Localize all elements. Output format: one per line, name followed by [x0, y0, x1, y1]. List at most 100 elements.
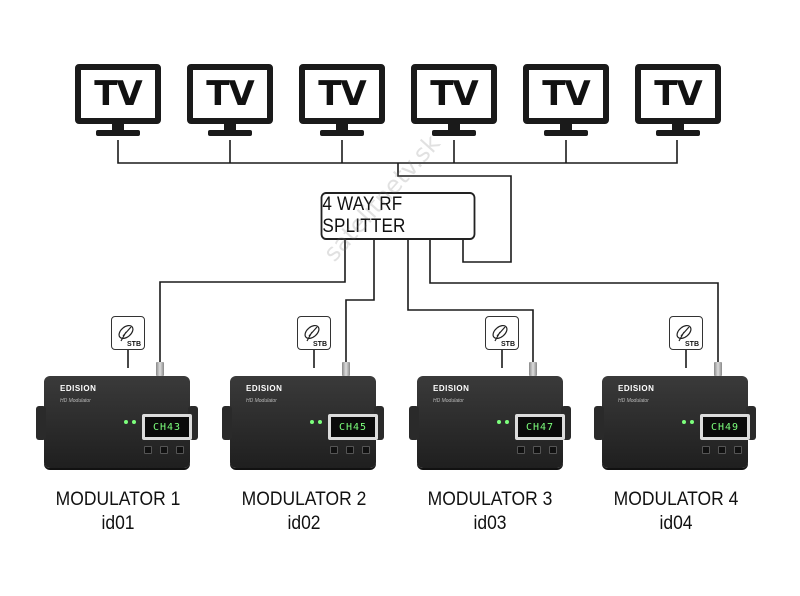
control-button: [362, 446, 370, 454]
tv-label: TV: [318, 74, 367, 114]
rf-connector: [156, 362, 164, 376]
control-button: [346, 446, 354, 454]
stb-label: STB: [127, 341, 141, 348]
modulator-device: EDISION HD Modulator CH43: [36, 376, 198, 468]
tv-label: TV: [430, 74, 479, 114]
modulator-caption: MODULATOR 4 id04: [593, 488, 759, 536]
mounting-ear: [188, 406, 198, 440]
status-led: [505, 420, 509, 424]
stb-box: STB: [485, 316, 519, 350]
control-button: [144, 446, 152, 454]
tv-stand: [448, 124, 460, 130]
modulator-caption: MODULATOR 3 id03: [407, 488, 573, 536]
status-led: [497, 420, 501, 424]
mounting-ear: [561, 406, 571, 440]
tv-stand: [560, 124, 572, 130]
control-button: [702, 446, 710, 454]
brand-logo: EDISION: [618, 384, 655, 393]
splitter-to-mod4-line: [429, 240, 719, 368]
tv-stand-base: [544, 130, 588, 136]
satellite-dish-icon: [304, 324, 320, 342]
rf-connector: [342, 362, 350, 376]
mounting-ear: [222, 406, 232, 440]
modulator-id: id03: [473, 513, 507, 534]
splitter-to-mod2-line: [345, 240, 375, 368]
brand-logo: EDISION: [246, 384, 283, 393]
brand-logo: EDISION: [433, 384, 470, 393]
modulator-device: EDISION HD Modulator CH49: [594, 376, 756, 468]
satellite-dish-icon: [676, 324, 692, 342]
splitter-to-mod3-line: [407, 240, 534, 368]
model-label: HD Modulator: [246, 398, 277, 404]
modulator-id: id02: [287, 513, 321, 534]
tv-stand-base: [320, 130, 364, 136]
tv-stand-base: [656, 130, 700, 136]
splitter-to-mod1-line: [159, 240, 346, 368]
modulator-name: MODULATOR 2: [241, 489, 367, 510]
tv-icon: TV: [187, 64, 273, 124]
mounting-ear: [36, 406, 46, 440]
satellite-dish-icon: [118, 324, 134, 342]
status-led: [682, 420, 686, 424]
control-button: [517, 446, 525, 454]
rf-splitter-box: 4 WAY RF SPLITTER: [320, 192, 476, 240]
tv-stand-base: [208, 130, 252, 136]
status-led: [132, 420, 136, 424]
status-led: [318, 420, 322, 424]
tv-label: TV: [206, 74, 255, 114]
model-label: HD Modulator: [60, 398, 91, 404]
tv-label: TV: [654, 74, 703, 114]
status-led: [690, 420, 694, 424]
model-label: HD Modulator: [618, 398, 649, 404]
stb-box: STB: [111, 316, 145, 350]
control-button: [549, 446, 557, 454]
tv-icon: TV: [635, 64, 721, 124]
modulator-id: id01: [101, 513, 135, 534]
satellite-dish-icon: [492, 324, 508, 342]
channel-display: CH49: [700, 414, 750, 440]
status-led: [310, 420, 314, 424]
mounting-ear: [746, 406, 756, 440]
channel-display: CH47: [515, 414, 565, 440]
status-led: [124, 420, 128, 424]
tv-icon: TV: [523, 64, 609, 124]
modulator-device: EDISION HD Modulator CH45: [222, 376, 384, 468]
tv-icon: TV: [411, 64, 497, 124]
stb-label: STB: [501, 341, 515, 348]
tv-stand-base: [96, 130, 140, 136]
control-button: [330, 446, 338, 454]
tv-stand: [336, 124, 348, 130]
modulator-name: MODULATOR 4: [613, 489, 739, 510]
tv-stand: [224, 124, 236, 130]
tv-label: TV: [94, 74, 143, 114]
control-button: [533, 446, 541, 454]
model-label: HD Modulator: [433, 398, 464, 404]
rf-connector: [714, 362, 722, 376]
control-button: [718, 446, 726, 454]
rf-connector: [529, 362, 537, 376]
control-button: [176, 446, 184, 454]
modulator-caption: MODULATOR 1 id01: [35, 488, 201, 536]
control-button: [160, 446, 168, 454]
channel-display: CH45: [328, 414, 378, 440]
modulator-name: MODULATOR 3: [427, 489, 553, 510]
modulator-device: EDISION HD Modulator CH47: [409, 376, 571, 468]
tv-icon: TV: [299, 64, 385, 124]
mounting-ear: [409, 406, 419, 440]
stb-box: STB: [669, 316, 703, 350]
brand-logo: EDISION: [60, 384, 97, 393]
stb-label: STB: [685, 341, 699, 348]
tv-stand: [112, 124, 124, 130]
tv-icon: TV: [75, 64, 161, 124]
tv-stand-base: [432, 130, 476, 136]
modulator-caption: MODULATOR 2 id02: [221, 488, 387, 536]
tv-stand: [672, 124, 684, 130]
stb-label: STB: [313, 341, 327, 348]
channel-display: CH43: [142, 414, 192, 440]
control-button: [734, 446, 742, 454]
modulator-name: MODULATOR 1: [55, 489, 181, 510]
splitter-output-line: [397, 163, 512, 263]
tv-label: TV: [542, 74, 591, 114]
splitter-label: 4 WAY RF SPLITTER: [322, 194, 406, 237]
